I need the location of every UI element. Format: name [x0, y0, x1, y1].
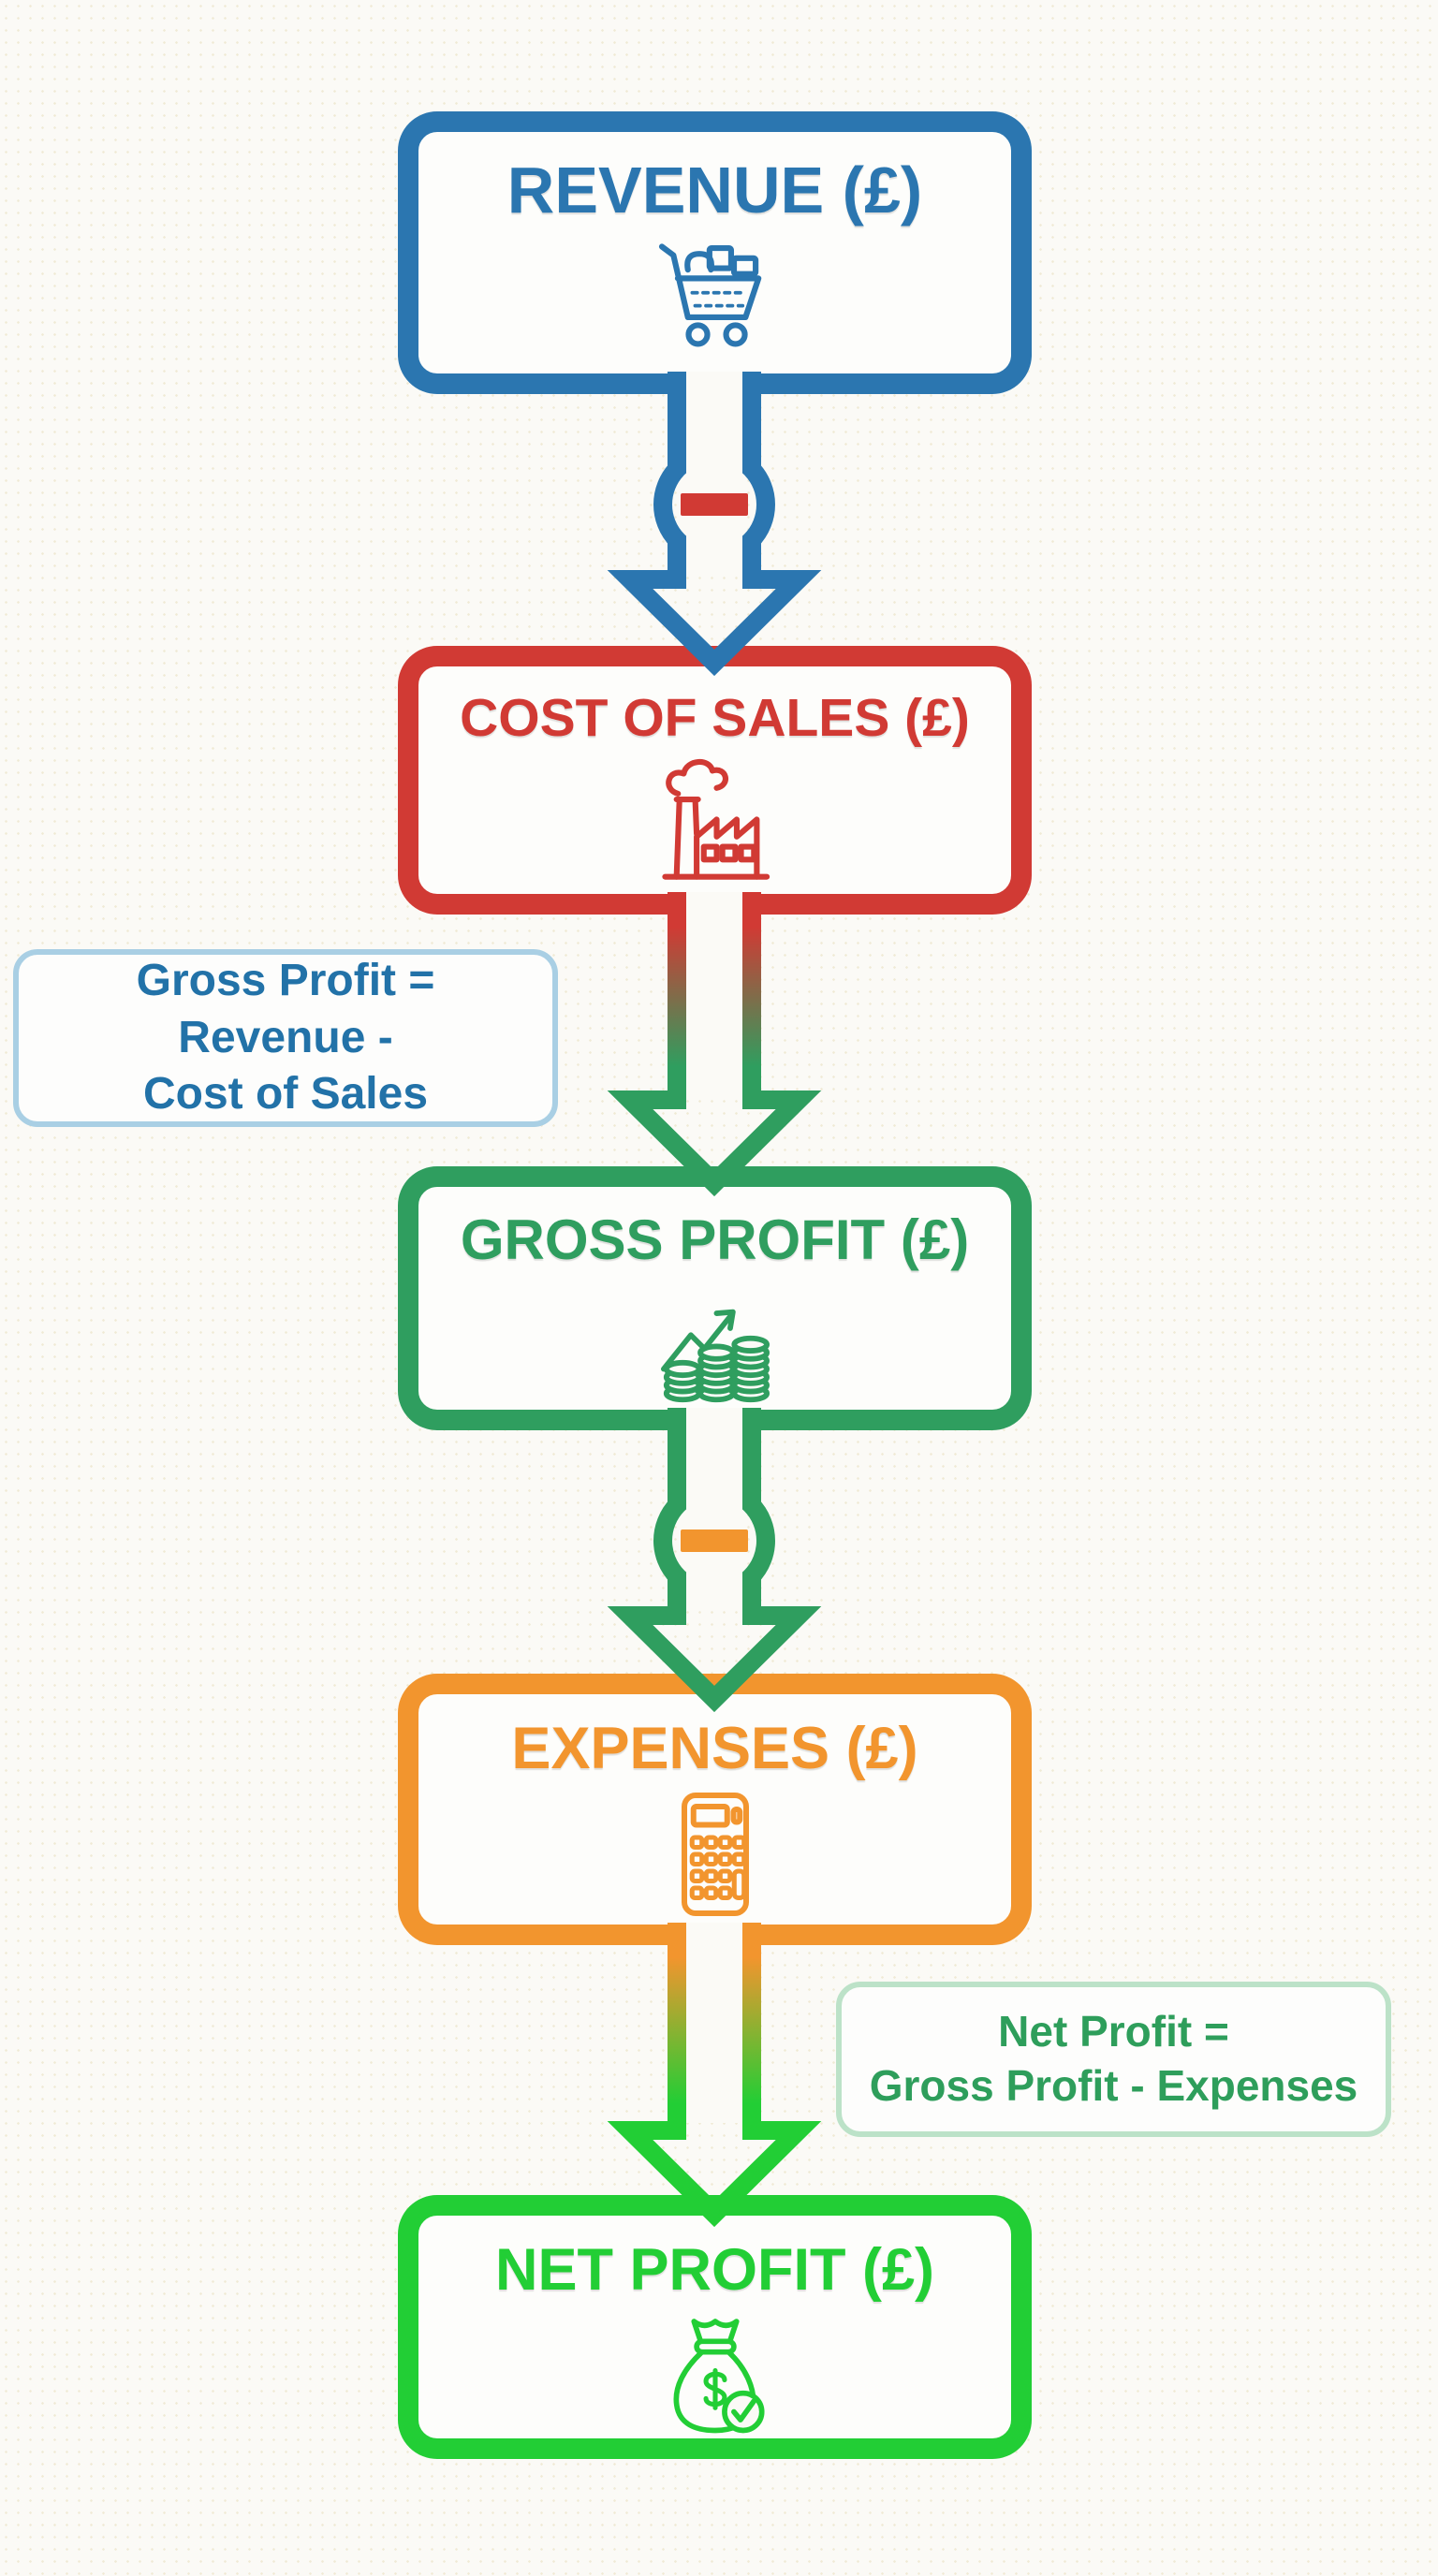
gross-profit-box-title: GROSS PROFIT (£): [460, 1208, 970, 1271]
formula-line: Gross Profit - Expenses: [869, 2061, 1358, 2110]
minus-arrow-revenue-to-cost: [607, 372, 822, 677]
stem-gap: [686, 1923, 742, 2123]
flow-box-net-profit: NET PROFIT (£): [398, 2195, 1032, 2459]
formula-line: Cost of Sales: [142, 1069, 429, 1120]
formula-line: Gross Profit =: [136, 956, 435, 1006]
net-profit-formula-note: Net Profit = Gross Profit - Expenses: [836, 1982, 1391, 2137]
flow-box-cost-of-sales: COST OF SALES (£): [398, 646, 1032, 915]
flow-box-gross-profit: GROSS PROFIT (£): [398, 1166, 1032, 1430]
formula-line: Net Profit =: [998, 2007, 1229, 2056]
arrow-cost-to-gross: [607, 892, 822, 1197]
stem-gap: [686, 372, 742, 572]
minus-arrow-gross-to-expenses: [607, 1408, 822, 1713]
cost-of-sales-box-title: COST OF SALES (£): [460, 688, 970, 748]
calculator-icon: [681, 1793, 749, 1916]
shopping-cart-icon: [658, 243, 761, 347]
expenses-box-title: EXPENSES (£): [511, 1716, 918, 1781]
formula-line: Revenue -: [178, 1012, 393, 1062]
flow-box-revenue: REVENUE (£): [398, 111, 1032, 394]
minus-operator: [681, 493, 748, 516]
minus-operator: [681, 1530, 748, 1552]
net-profit-box-title: NET PROFIT (£): [495, 2237, 934, 2303]
stem-gap: [686, 892, 742, 1092]
factory-icon: [661, 758, 770, 880]
money-bag-check-icon: [673, 2319, 765, 2434]
flow-box-expenses: EXPENSES (£): [398, 1674, 1032, 1945]
coins-growth-icon: [660, 1309, 770, 1403]
stem-gap: [686, 1408, 742, 1608]
arrow-expenses-to-net: [607, 1923, 822, 2228]
revenue-box-title: REVENUE (£): [506, 154, 923, 227]
gross-profit-formula-note: Gross Profit = Revenue - Cost of Sales: [13, 949, 558, 1127]
